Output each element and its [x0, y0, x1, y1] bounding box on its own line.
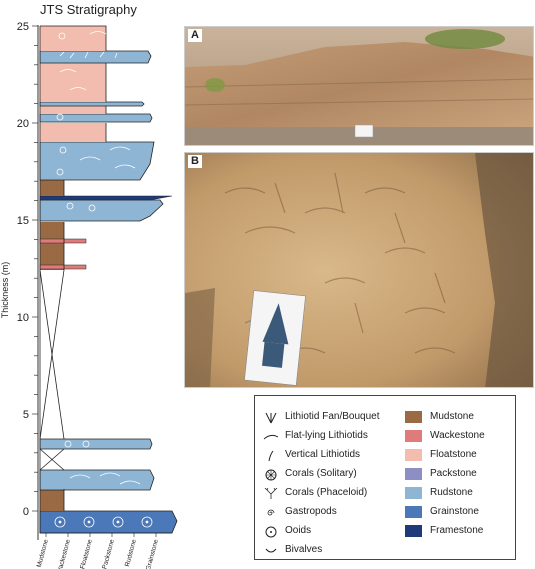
- x-axis-labels: Mudstone Wackestone Floatstone Packstone Rud…: [36, 533, 160, 569]
- legend-symbol-label: Vertical Lithiotids: [285, 449, 361, 460]
- y-tick-label: 25: [17, 21, 29, 33]
- fossil-symbols: [54, 31, 153, 528]
- lithiotid-fan-icon: [263, 411, 279, 424]
- diagram-title: JTS Stratigraphy: [40, 2, 137, 17]
- x-tick-label: Mudstone: [36, 538, 50, 568]
- bed-mudstone-2: [40, 222, 64, 270]
- bed-rudstone-1: [39, 469, 155, 491]
- legend-lithology-label: Wackestone: [430, 430, 485, 441]
- bed-rudstone-7: [39, 50, 152, 64]
- coral-phaceloid-icon: [263, 487, 279, 499]
- y-tick-label: 15: [17, 215, 29, 227]
- ooid-icon: [263, 525, 279, 538]
- legend-lithology-label: Framestone: [430, 525, 484, 536]
- legend-lithology-label: Floatstone: [430, 449, 477, 460]
- legend-lithology-label: Packstone: [430, 468, 477, 479]
- legend-swatch: [405, 506, 422, 518]
- legend-swatch: [405, 525, 422, 537]
- bed-floatstone-3: [40, 63, 106, 102]
- legend-swatch: [405, 430, 422, 442]
- x-tick-label: Packstone: [101, 538, 116, 569]
- x-tick-label: Grainstone: [145, 538, 160, 569]
- legend-swatch: [405, 411, 422, 423]
- bed-rudstone-3: [39, 199, 164, 222]
- y-axis-label: Thickness (m): [0, 262, 10, 319]
- bed-mudstone-1: [40, 489, 64, 511]
- legend-swatch: [405, 449, 422, 461]
- y-tick-label: 20: [17, 118, 29, 130]
- legend-symbol-label: Corals (Phaceloid): [285, 487, 368, 498]
- bivalve-icon: [263, 544, 279, 556]
- bed-wackestone-2: [39, 238, 87, 244]
- legend-lithology-label: Mudstone: [430, 411, 474, 422]
- bed-wackestone-1: [39, 264, 87, 270]
- y-tick-label: 0: [23, 506, 29, 518]
- legend-symbol-label: Lithiotid Fan/Bouquet: [285, 411, 380, 422]
- bed-floatstone-4: [40, 26, 106, 51]
- x-tick-label: Wackestone: [56, 538, 72, 569]
- bed-floatstone-2: [40, 106, 106, 114]
- bed-floatstone-1: [40, 123, 106, 142]
- vertical-lithiotid-icon: [263, 449, 279, 462]
- bed-rudstone-6: [39, 101, 145, 107]
- photo-b: B: [184, 152, 534, 388]
- coral-solitary-icon: [263, 468, 279, 481]
- stratigraphic-column: 25 20 15 10 5 0 Thickness (m): [0, 21, 178, 569]
- legend-symbol-label: Bivalves: [285, 544, 323, 555]
- photo-b-label: B: [188, 155, 202, 168]
- x-tick-label: Rudstone: [124, 538, 138, 567]
- x-tick-label: Floatstone: [79, 538, 94, 569]
- legend-symbol-label: Ooids: [285, 525, 312, 536]
- photo-a-image: [185, 27, 533, 145]
- bed-rudstone-4: [39, 141, 155, 181]
- y-axis-ticks: 25 20 15 10 5 0: [17, 21, 38, 518]
- legend-swatch: [405, 487, 422, 499]
- legend-lithology-label: Grainstone: [430, 506, 479, 517]
- legend-symbol-label: Gastropods: [285, 506, 337, 517]
- legend-symbol-label: Flat-lying Lithiotids: [285, 430, 368, 441]
- bed-mudstone-3: [40, 180, 64, 196]
- scale-card: [244, 290, 306, 386]
- y-tick-label: 5: [23, 409, 29, 421]
- gastropod-icon: [263, 506, 279, 518]
- photo-b-image: [185, 153, 533, 387]
- legend-lithology-label: Rudstone: [430, 487, 473, 498]
- photo-a-label: A: [188, 29, 202, 42]
- flat-lithiotid-icon: [263, 430, 279, 442]
- legend-symbol-label: Corals (Solitary): [285, 468, 357, 479]
- beds: [39, 26, 178, 534]
- photo-a: A: [184, 26, 534, 146]
- bed-framestone: [39, 195, 173, 201]
- bed-rudstone-2: [39, 438, 153, 450]
- legend-swatch: [405, 468, 422, 480]
- y-tick-label: 10: [17, 312, 29, 324]
